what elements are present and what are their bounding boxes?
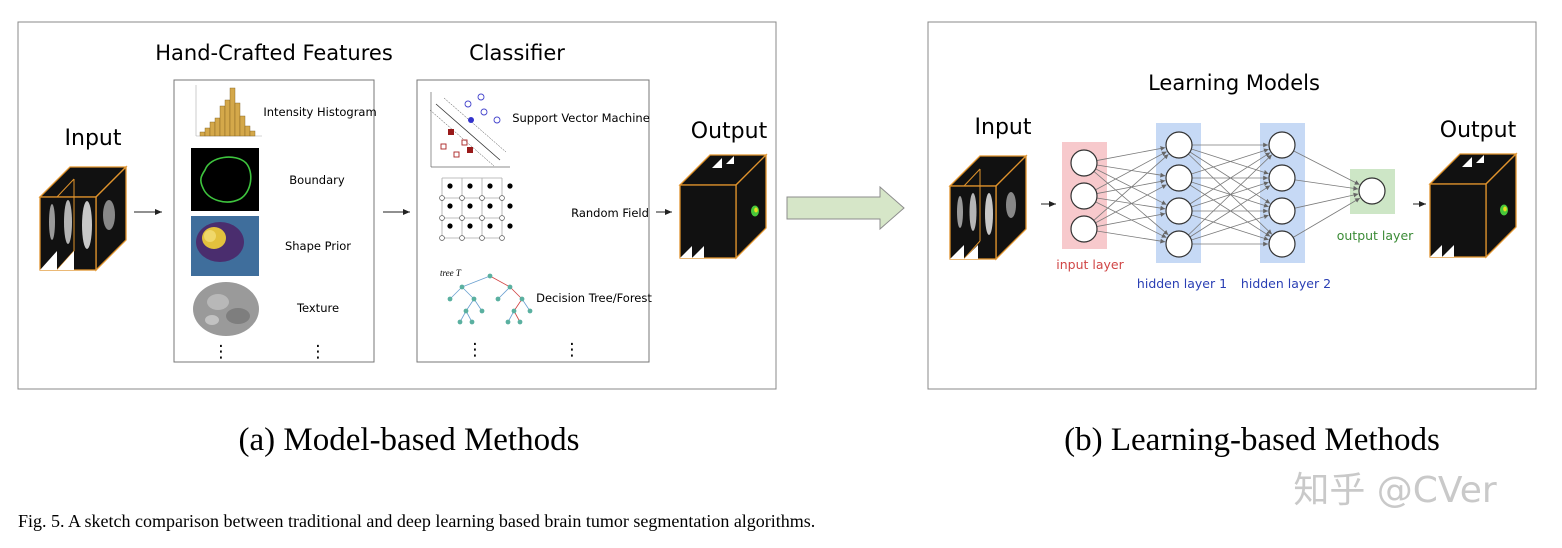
boundary-thumbnail bbox=[191, 148, 259, 211]
histogram-thumbnail bbox=[195, 85, 262, 137]
feature-label-texture: Texture bbox=[296, 301, 339, 315]
output-segmentation-cube bbox=[678, 153, 768, 260]
neuron bbox=[1165, 164, 1193, 192]
panel-b-input-label: Input bbox=[975, 115, 1032, 140]
classifier-label-decision-tree: Decision Tree/Forest bbox=[536, 291, 652, 305]
neuron bbox=[1268, 197, 1296, 225]
neuron bbox=[1070, 149, 1098, 177]
network-connection bbox=[1294, 192, 1359, 209]
input-mri-cube bbox=[38, 165, 128, 272]
network-connection bbox=[1188, 154, 1273, 236]
network-connection bbox=[1293, 150, 1360, 185]
output-segmentation-cube-b bbox=[1428, 152, 1518, 259]
panel-b-output-label: Output bbox=[1440, 118, 1517, 143]
network-connection bbox=[1095, 184, 1167, 224]
neuron bbox=[1070, 215, 1098, 243]
texture-thumbnail bbox=[193, 282, 259, 336]
panel-b-frame bbox=[927, 21, 1537, 390]
network-neurons bbox=[1070, 131, 1386, 258]
tree-label: tree T bbox=[440, 268, 462, 278]
network-connection bbox=[1096, 146, 1166, 161]
input-mri-cube-b bbox=[948, 154, 1028, 261]
decision-tree-thumbnail bbox=[447, 273, 533, 325]
watermark: 知乎 @CVer bbox=[1293, 470, 1497, 511]
network-connection bbox=[1093, 153, 1169, 221]
classifier-title: Classifier bbox=[469, 41, 565, 65]
classifier-ellipsis-left: ⋮ bbox=[467, 340, 484, 360]
caption-b: (b) Learning-based Methods bbox=[1064, 422, 1440, 458]
transition-arrow bbox=[786, 185, 905, 231]
neuron bbox=[1070, 182, 1098, 210]
figure-caption: Fig. 5. A sketch comparison between trad… bbox=[18, 511, 815, 531]
hidden-layer-1-label: hidden layer 1 bbox=[1137, 276, 1227, 291]
feature-label-boundary: Boundary bbox=[289, 173, 345, 187]
classifier-box bbox=[416, 79, 650, 363]
neuron bbox=[1358, 177, 1386, 205]
neuron bbox=[1165, 230, 1193, 258]
network-connection bbox=[1189, 185, 1271, 238]
feature-label-histogram: Intensity Histogram bbox=[263, 105, 376, 119]
panel-a-output-label: Output bbox=[691, 119, 768, 144]
features-ellipsis-left: ⋮ bbox=[213, 342, 230, 362]
network-connections bbox=[1093, 142, 1361, 247]
hidden-layer-2-label: hidden layer 2 bbox=[1241, 276, 1331, 291]
svm-thumbnail bbox=[429, 92, 510, 168]
caption-a: (a) Model-based Methods bbox=[239, 422, 580, 458]
shape-prior-thumbnail bbox=[191, 216, 259, 276]
feature-label-shape-prior: Shape Prior bbox=[285, 239, 351, 253]
neuron bbox=[1268, 131, 1296, 159]
network-connection bbox=[1191, 214, 1269, 241]
features-ellipsis-right: ⋮ bbox=[310, 342, 327, 362]
network-connection bbox=[1191, 148, 1269, 175]
random-field-thumbnail bbox=[439, 177, 513, 241]
output-layer-label: output layer bbox=[1337, 228, 1414, 243]
classifier-label-svm: Support Vector Machine bbox=[512, 111, 650, 125]
neuron bbox=[1165, 197, 1193, 225]
learning-models-title: Learning Models bbox=[1148, 71, 1320, 95]
network-connection bbox=[1189, 152, 1271, 205]
panel-a-input-label: Input bbox=[65, 126, 122, 151]
input-layer-label: input layer bbox=[1056, 257, 1124, 272]
features-title: Hand-Crafted Features bbox=[155, 41, 393, 65]
network-connection bbox=[1096, 212, 1166, 227]
panel-a-frame bbox=[17, 21, 777, 390]
classifier-label-random-field: Random Field bbox=[571, 206, 649, 220]
neuron bbox=[1268, 164, 1296, 192]
network-connection bbox=[1096, 230, 1166, 244]
neuron bbox=[1268, 230, 1296, 258]
classifier-ellipsis-right: ⋮ bbox=[564, 340, 581, 360]
network-connection bbox=[1292, 197, 1361, 238]
network-connection bbox=[1095, 151, 1167, 191]
network-connection bbox=[1294, 179, 1359, 191]
neuron bbox=[1165, 131, 1193, 159]
